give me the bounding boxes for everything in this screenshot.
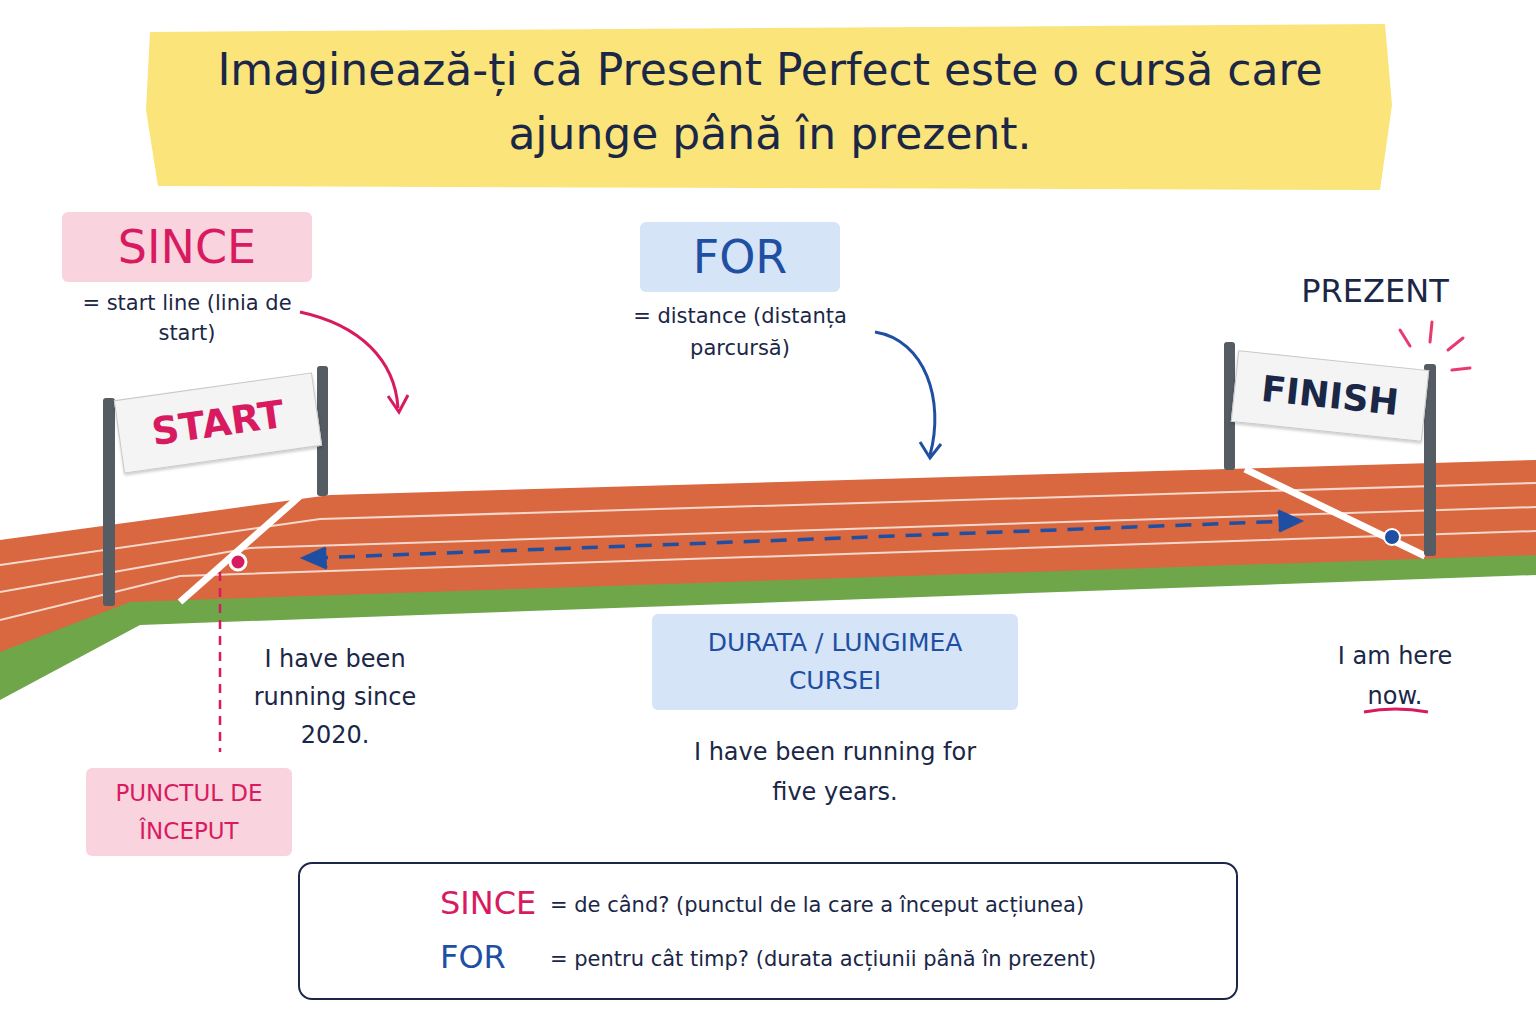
title-text: Imaginează-ți că Present Perfect este o … <box>200 38 1340 166</box>
node-text: = de când? (punctul de la care a început… <box>550 884 1216 926</box>
node-heading: FINISH <box>1232 351 1428 440</box>
node-heading: SINCE <box>440 884 550 926</box>
since-arrowhead <box>388 395 408 412</box>
banner-poles <box>103 342 1436 606</box>
since-example: I have been running since 2020. <box>240 640 430 754</box>
for-leader <box>875 332 935 455</box>
start-banner: START <box>114 372 322 473</box>
lane-lines <box>0 483 1536 620</box>
for-arrowhead <box>920 442 941 458</box>
node-heading: SINCE <box>62 212 312 282</box>
node-heading: PUNCTUL DE ÎNCEPUT <box>100 774 278 850</box>
for-band: FOR = distance (distanța parcursă) <box>600 222 880 364</box>
now-example: I am here now. <box>1310 636 1480 716</box>
node-text: FOR <box>440 938 550 980</box>
node-heading: DURATA / LUNGIMEA CURSEI <box>668 624 1002 700</box>
node-heading: FOR <box>640 222 840 292</box>
title-highlight <box>146 24 1392 190</box>
summary-box: SINCE= de când? (punctul de la care a în… <box>298 862 1238 1000</box>
node-text: = start line (linia de start) <box>62 288 312 348</box>
since-band: SINCE= start line (linia de start) <box>62 212 312 348</box>
node-text: = distance (distanța parcursă) <box>600 300 880 364</box>
present-label: PREZENT <box>1270 272 1480 310</box>
distance-arrow <box>304 511 1300 568</box>
present-sparkle <box>1400 322 1470 370</box>
finish-dot <box>1384 529 1400 545</box>
node-text: = pentru cât timp? (durata acțiunii până… <box>550 938 1216 980</box>
start-point-band: PUNCTUL DE ÎNCEPUT <box>86 768 292 856</box>
finish-line <box>1245 469 1425 556</box>
finish-banner: FINISH <box>1231 350 1429 442</box>
node-heading: START <box>115 374 321 473</box>
for-example: I have been running for five years. <box>680 732 990 812</box>
start-leader <box>219 572 222 752</box>
start-line <box>180 496 300 602</box>
duration-band: DURATA / LUNGIMEA CURSEI <box>652 614 1018 710</box>
start-dot <box>230 554 246 570</box>
